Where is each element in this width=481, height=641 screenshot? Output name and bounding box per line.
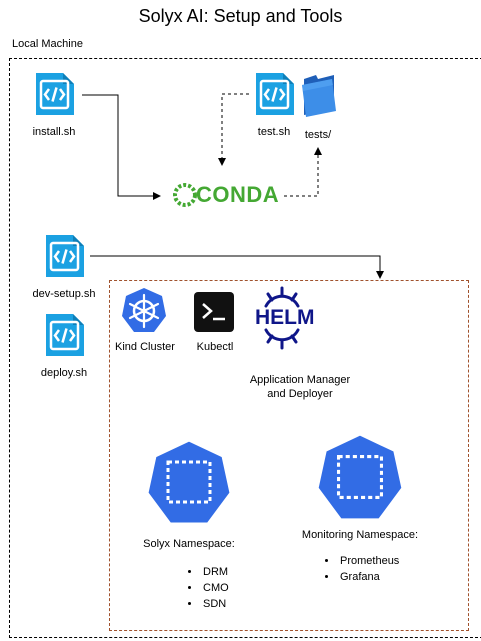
install-script-label: install.sh — [32, 126, 76, 138]
cluster-container — [109, 280, 469, 631]
test-script-label: test.sh — [257, 126, 291, 138]
list-item: DRM — [201, 564, 229, 580]
list-item: SDN — [201, 596, 229, 612]
helm-caption-line2: and Deployer — [267, 388, 333, 400]
helm-wordmark: HELM — [255, 306, 315, 329]
conda-logo: CONDA — [172, 182, 279, 208]
monitoring-namespace-icon[interactable] — [314, 432, 406, 529]
dev-setup-script-label: dev-setup.sh — [32, 288, 96, 300]
kubectl-label: Kubectl — [196, 341, 234, 353]
helm-logo: HELM — [252, 286, 315, 350]
list-item: CMO — [201, 580, 229, 596]
tests-folder-label: tests/ — [304, 129, 332, 141]
kubernetes-icon[interactable] — [119, 286, 169, 341]
diagram-title: Solyx AI: Setup and Tools — [138, 6, 343, 26]
local-machine-container — [9, 58, 481, 638]
solyx-namespace-icon[interactable] — [144, 438, 234, 533]
conda-wordmark: CONDA — [196, 182, 280, 207]
helm-caption: Application Manager and Deployer — [230, 373, 370, 401]
test-script-icon[interactable] — [250, 70, 298, 123]
deploy-script-label: deploy.sh — [40, 367, 88, 379]
solyx-namespace-label: Solyx Namespace: — [143, 538, 235, 550]
kind-cluster-label: Kind Cluster — [115, 341, 175, 353]
conda-ring-icon — [173, 183, 197, 207]
helm-wheel-icon — [264, 286, 300, 350]
list-item: Grafana — [338, 569, 399, 585]
local-machine-label: Local Machine — [12, 38, 83, 50]
list-item: Prometheus — [338, 553, 399, 569]
solyx-namespace-list: DRM CMO SDN — [169, 564, 229, 612]
helm-caption-line1: Application Manager — [249, 374, 351, 386]
dev-setup-script-icon[interactable] — [40, 232, 88, 285]
tests-folder-icon[interactable] — [300, 73, 338, 122]
install-script-icon[interactable] — [30, 70, 78, 123]
monitoring-namespace-list: Prometheus Grafana — [320, 553, 399, 585]
monitoring-namespace-label: Monitoring Namespace: — [301, 529, 419, 541]
terminal-icon[interactable] — [194, 292, 234, 337]
deploy-script-icon[interactable] — [40, 311, 88, 364]
